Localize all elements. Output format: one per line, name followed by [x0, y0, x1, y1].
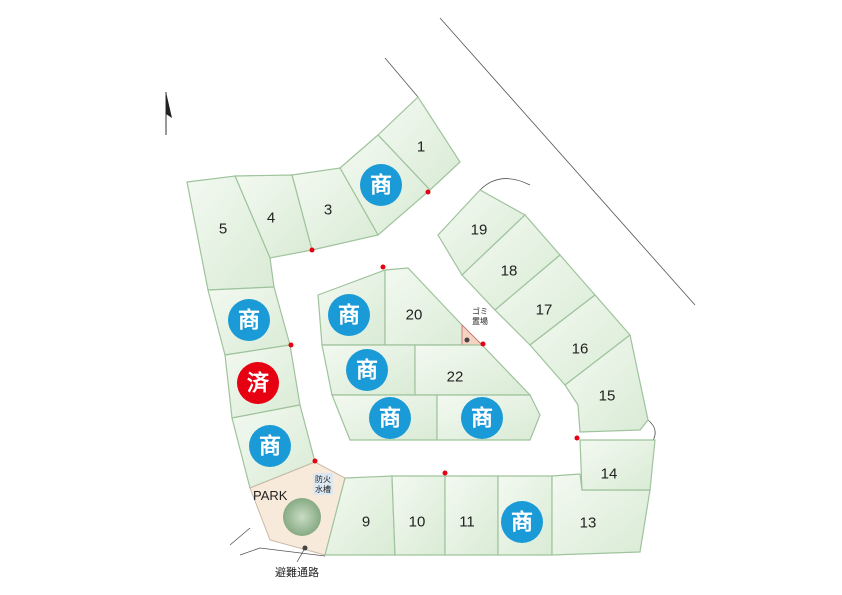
boundary-marker: [309, 247, 315, 253]
lot-number: 17: [536, 302, 553, 319]
water-tank-box: [313, 473, 333, 495]
lot-15[interactable]: [564, 333, 649, 433]
lot-number: 5: [219, 221, 227, 238]
boundary-marker: [480, 341, 486, 347]
negotiating-badge: 商: [461, 397, 503, 439]
svg-text:商: 商: [259, 434, 281, 460]
lot-number: 18: [501, 263, 518, 280]
road-edge: [384, 57, 419, 98]
svg-text:商: 商: [511, 510, 533, 536]
lot-number: 10: [409, 514, 426, 531]
lot-number: 14: [601, 466, 618, 483]
lot-14[interactable]: [579, 439, 656, 491]
negotiating-badge: 商: [249, 425, 291, 467]
negotiating-badge: 商: [328, 294, 370, 336]
road-edge: [439, 17, 696, 306]
tree-icon: [283, 498, 321, 536]
park-label: PARK: [253, 488, 288, 503]
boundary-marker: [312, 458, 318, 464]
lot-5[interactable]: [186, 175, 275, 291]
svg-text:商: 商: [379, 406, 401, 432]
lot-number: 3: [324, 202, 332, 219]
svg-text:商: 商: [338, 303, 360, 329]
negotiating-badge: 商: [360, 164, 402, 206]
negotiating-badge: 商: [346, 349, 388, 391]
boundary-marker: [288, 342, 294, 348]
lot-number: 13: [580, 515, 597, 532]
svg-text:商: 商: [370, 173, 392, 199]
boundary-marker: [425, 189, 431, 195]
negotiating-badge: 商: [369, 397, 411, 439]
garbage-label: 置場: [472, 316, 488, 326]
negotiating-badge: 商: [228, 299, 270, 341]
road-edge: [647, 419, 656, 443]
lot-number: 11: [459, 514, 475, 531]
road-edge: [239, 547, 326, 557]
svg-text:商: 商: [356, 358, 378, 384]
garbage-point: [464, 337, 470, 343]
road-edge: [229, 527, 251, 546]
water-tank-label: 水槽: [315, 484, 331, 494]
lot-number: 15: [599, 388, 616, 405]
lot-22[interactable]: [414, 344, 532, 396]
garbage-area: [461, 324, 483, 346]
lot-number: 19: [471, 222, 488, 239]
sold-badge: 済: [237, 362, 279, 404]
lot-number: 9: [362, 514, 370, 531]
svg-text:済: 済: [247, 371, 270, 397]
lot-number: 20: [406, 307, 423, 324]
north-arrow-icon: [165, 92, 172, 135]
negotiating-badge: 商: [501, 501, 543, 543]
evacuation-label: 避難通路: [275, 565, 319, 579]
lot-number: 4: [267, 210, 275, 227]
lot-number: 22: [447, 369, 464, 386]
water-tank-label: 防火: [315, 474, 331, 484]
garbage-label: ゴミ: [472, 306, 488, 316]
lot-number: 1: [417, 139, 425, 156]
road-edge: [479, 178, 531, 191]
boundary-marker: [442, 470, 448, 476]
boundary-marker: [380, 264, 386, 270]
lot-number: 16: [572, 341, 589, 358]
svg-text:商: 商: [471, 406, 493, 432]
boundary-marker: [574, 435, 580, 441]
svg-text:商: 商: [238, 308, 260, 334]
